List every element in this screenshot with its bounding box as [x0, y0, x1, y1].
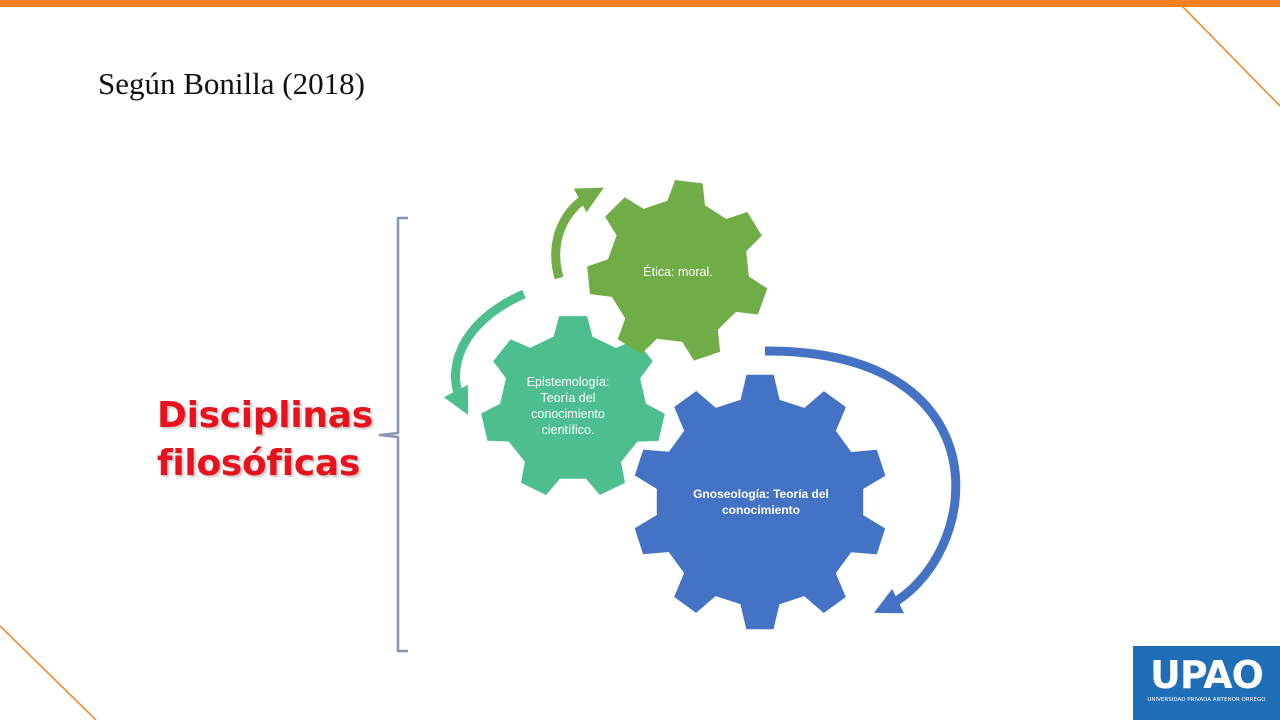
logo-tagline: UNIVERSIDAD PRIVADA ANTENOR ORREGO [1147, 697, 1266, 703]
etica-gear-label: Ética: moral. [643, 265, 713, 279]
epistemologia-gear [481, 316, 665, 495]
etica-gear [587, 180, 768, 361]
gnoseologia-cycle-arrow [764, 346, 961, 614]
upao-logo: UPAO UNIVERSIDAD PRIVADA ANTENOR ORREGO [1133, 646, 1280, 720]
slide-subtitle: Según Bonilla (2018) [98, 66, 365, 101]
bottom-left-diagonal-line [0, 625, 97, 720]
epistemologia-cycle-arrow [443, 289, 526, 416]
bracket-path [378, 216, 408, 653]
gnoseologia-gear-label: Gnoseología: Teoría del conocimiento [693, 487, 829, 517]
epistemologia-gear-label: Epistemología: Teoría del conocimiento c… [526, 375, 610, 437]
title-line-1: Disciplinas [157, 395, 373, 436]
top-right-diagonal-line [1179, 3, 1280, 107]
slide-main-title: Disciplinas filosóficas [157, 392, 373, 488]
logo-wordmark: UPAO [1150, 653, 1264, 697]
top-accent-bar [0, 0, 1280, 7]
gnoseologia-gear [634, 374, 886, 630]
curly-bracket [378, 216, 408, 653]
title-line-2: filosóficas [157, 443, 360, 484]
etica-cycle-arrow [551, 187, 604, 280]
